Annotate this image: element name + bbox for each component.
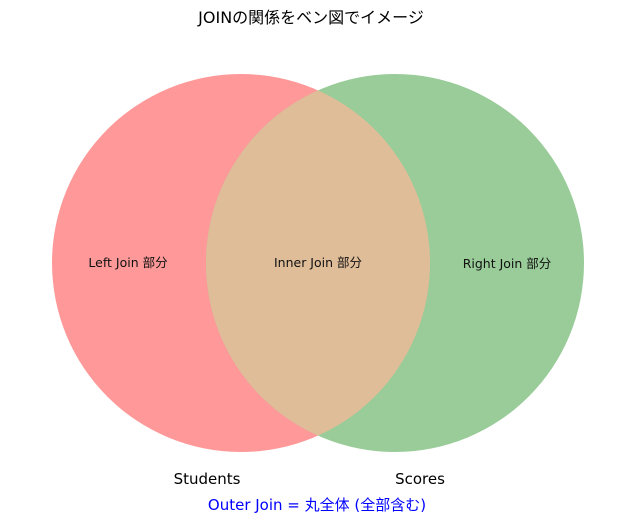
students-set-label: Students (174, 470, 241, 488)
right-join-label: Right Join 部分 (463, 256, 552, 271)
outer-join-caption: Outer Join = 丸全体 (全部含む) (208, 496, 426, 514)
left-join-label: Left Join 部分 (88, 255, 167, 270)
scores-set-label: Scores (395, 470, 445, 488)
diagram-title: JOINの関係をベン図でイメージ (197, 8, 424, 27)
inner-join-label: Inner Join 部分 (274, 255, 362, 270)
intersection-region (206, 74, 430, 452)
